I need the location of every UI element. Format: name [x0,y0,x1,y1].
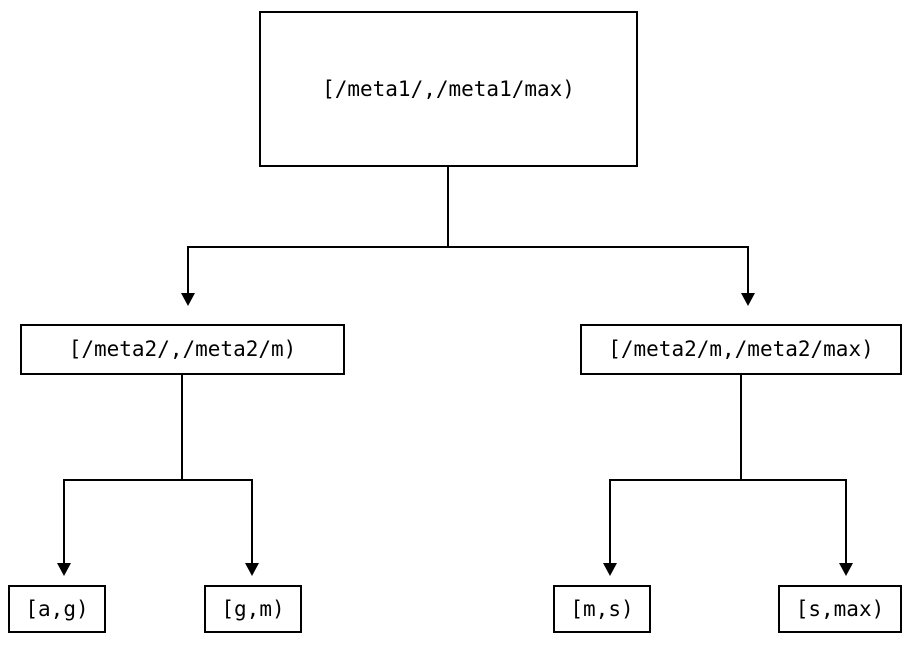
node-level2-left-label: [/meta2/,/meta2/m) [68,337,297,361]
edge-right-subtree-bar [609,479,847,481]
edge-leaf-smax-drop [845,479,847,564]
node-root[interactable]: [/meta1/,/meta1/max) [259,11,638,167]
edge-left-subtree-stem [181,375,183,481]
edge-level2-bar [187,246,749,248]
node-leaf-gm-label: [g,m) [221,596,285,621]
arrowhead-level2-right-icon [741,293,755,306]
node-leaf-ms-label: [m,s) [570,596,634,621]
node-leaf-smax[interactable]: [s,max) [778,585,902,633]
node-leaf-gm[interactable]: [g,m) [204,585,302,633]
arrowhead-leaf-smax-icon [839,563,853,576]
edge-left-subtree-bar [63,479,253,481]
edge-leaf-ms-drop [609,479,611,564]
node-level2-left[interactable]: [/meta2/,/meta2/m) [20,324,345,375]
node-level2-right[interactable]: [/meta2/m,/meta2/max) [580,324,902,375]
node-root-label: [/meta1/,/meta1/max) [322,76,575,101]
node-leaf-ag-label: [a,g) [25,596,89,621]
node-leaf-ms[interactable]: [m,s) [553,585,651,633]
node-level2-right-label: [/meta2/m,/meta2/max) [608,337,874,361]
arrowhead-leaf-ms-icon [603,563,617,576]
edge-level2-left-drop [187,246,189,294]
arrowhead-leaf-ag-icon [57,563,71,576]
edge-leaf-gm-drop [251,479,253,564]
node-leaf-smax-label: [s,max) [795,596,885,621]
edge-root-stem [447,167,449,248]
edge-leaf-ag-drop [63,479,65,564]
arrowhead-leaf-gm-icon [245,563,259,576]
arrowhead-level2-left-icon [181,293,195,306]
edge-right-subtree-stem [740,375,742,481]
node-leaf-ag[interactable]: [a,g) [8,585,106,633]
edge-level2-right-drop [747,246,749,294]
